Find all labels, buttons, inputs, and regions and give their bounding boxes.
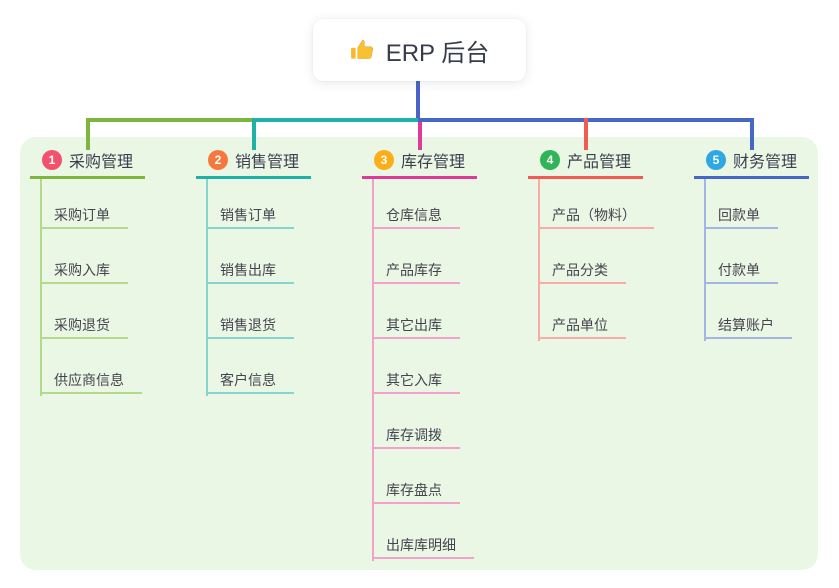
branch-underline	[694, 176, 809, 179]
branch-underline	[196, 176, 311, 179]
branch-title: 产品管理	[567, 154, 632, 171]
branch-item[interactable]: 其它出库	[372, 313, 460, 339]
branch-drop-connector	[86, 118, 90, 150]
branch-item[interactable]: 采购订单	[40, 203, 128, 229]
branch-item[interactable]: 产品单位	[538, 313, 626, 339]
branch-item[interactable]: 销售出库	[206, 258, 294, 284]
root-connector-stem	[416, 81, 420, 122]
branch-item[interactable]: 库存调拨	[372, 423, 460, 449]
branch-item[interactable]: 回款单	[704, 203, 778, 229]
branch-title-node[interactable]: 5 财务管理	[694, 147, 839, 173]
branch-5: 5 财务管理回款单付款单结算账户	[694, 147, 839, 341]
branch-items-connector	[372, 179, 374, 561]
branch-drop-connector	[252, 118, 256, 150]
branch-item[interactable]: 产品（物料）	[538, 203, 654, 229]
branch-item[interactable]: 其它入库	[372, 368, 460, 394]
branch-item[interactable]: 供应商信息	[40, 368, 142, 394]
branch-item[interactable]: 客户信息	[206, 368, 294, 394]
branch-title: 库存管理	[401, 154, 466, 171]
branch-item[interactable]: 结算账户	[704, 313, 792, 339]
branch-number-badge: 3	[374, 150, 394, 170]
branch-title: 销售管理	[235, 154, 300, 171]
branch-underline	[30, 176, 145, 179]
branch-drop-connector	[418, 122, 422, 150]
branch-item[interactable]: 产品库存	[372, 258, 460, 284]
branch-underline	[362, 176, 477, 179]
branch-item[interactable]: 销售订单	[206, 203, 294, 229]
branch-title-node[interactable]: 4 产品管理	[528, 147, 688, 173]
branch-1: 1 采购管理采购订单采购入库采购退货供应商信息	[30, 147, 190, 396]
branch-title: 财务管理	[733, 154, 798, 171]
branch-item[interactable]: 付款单	[704, 258, 778, 284]
branch-title-node[interactable]: 1 采购管理	[30, 147, 190, 173]
branch-number-badge: 4	[540, 150, 560, 170]
branch-item[interactable]: 库存盘点	[372, 478, 460, 504]
branch-number-badge: 5	[706, 150, 726, 170]
trunk-segment-center-left	[252, 118, 422, 122]
thumbs-up-icon	[350, 37, 376, 63]
branch-item[interactable]: 产品分类	[538, 258, 626, 284]
root-node[interactable]: ERP 后台	[313, 19, 526, 81]
mindmap-panel	[20, 137, 818, 570]
branch-items-connector	[538, 179, 540, 341]
branch-item[interactable]: 采购入库	[40, 258, 128, 284]
branch-drop-connector	[584, 118, 588, 150]
trunk-segment-left	[86, 118, 256, 122]
branch-title-node[interactable]: 2 销售管理	[196, 147, 356, 173]
branch-item[interactable]: 仓库信息	[372, 203, 460, 229]
branch-item[interactable]: 出库库明细	[372, 533, 474, 559]
branch-title: 采购管理	[69, 154, 134, 171]
root-title: ERP 后台	[385, 39, 490, 67]
branch-title-node[interactable]: 3 库存管理	[362, 147, 522, 173]
branch-items-connector	[206, 179, 208, 396]
branch-4: 4 产品管理产品（物料） 产品分类产品单位	[528, 147, 688, 341]
branch-item[interactable]: 采购退货	[40, 313, 128, 339]
branch-drop-connector	[750, 118, 754, 150]
branch-2: 2 销售管理销售订单销售出库销售退货客户信息	[196, 147, 356, 396]
branch-items-connector	[704, 179, 706, 341]
branch-number-badge: 2	[208, 150, 228, 170]
branch-number-badge: 1	[42, 150, 62, 170]
branch-item[interactable]: 销售退货	[206, 313, 294, 339]
branch-underline	[528, 176, 643, 179]
branch-items-connector	[40, 179, 42, 396]
branch-3: 3 库存管理仓库信息产品库存其它出库其它入库库存调拨库存盘点出库库明细	[362, 147, 522, 561]
